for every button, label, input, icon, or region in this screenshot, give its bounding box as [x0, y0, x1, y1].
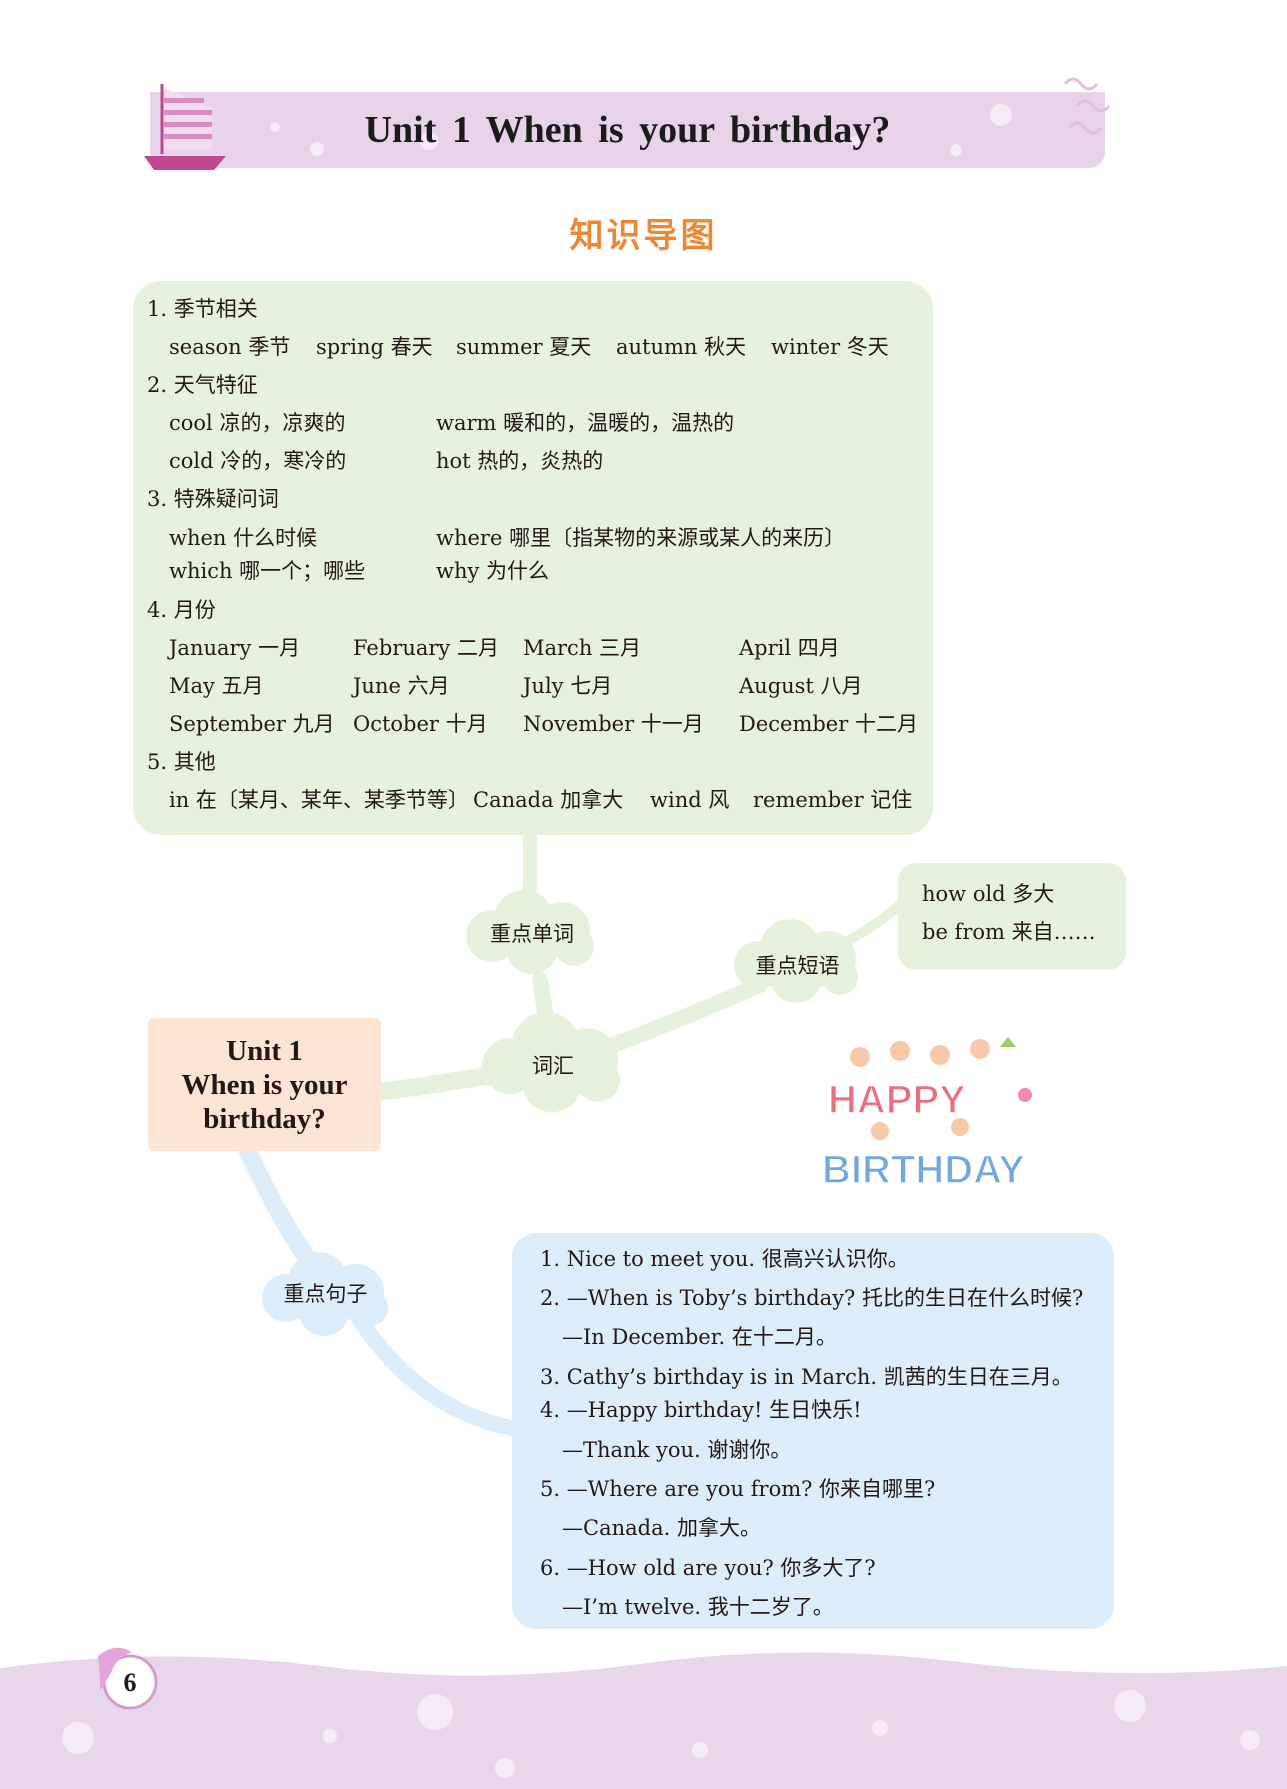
vocab-item: July 七月 [523, 674, 613, 698]
mindmap-center-label: Unit 1 When is your birthday? [148, 1034, 381, 1136]
node-vocab: 词汇 [532, 1054, 574, 1078]
footer-wave [0, 1652, 1287, 1789]
vocab-section-title: 4. 月份 [147, 598, 216, 622]
vocab-item: warm 暖和的，温暖的，温热的 [436, 411, 735, 435]
page-number: 6 [123, 1668, 137, 1697]
vocab-section-title: 1. 季节相关 [147, 297, 258, 321]
vocabulary-box: 1. 季节相关 season 季节 spring 春天 summer 夏天 au… [133, 281, 933, 835]
vocab-item: when 什么时候 [169, 526, 318, 550]
node-key-words: 重点单词 [490, 922, 574, 946]
vocab-item: Canada 加拿大 [473, 788, 624, 812]
sentence-line: —I’m twelve. 我十二岁了。 [562, 1595, 834, 1619]
vocab-item: summer 夏天 [456, 335, 592, 359]
illustration-word: HAPPY [828, 1078, 966, 1122]
vocab-item: August 八月 [739, 674, 863, 698]
vocab-item: March 三月 [523, 636, 642, 660]
vocab-item: spring 春天 [316, 335, 433, 359]
vocab-item: November 十一月 [523, 712, 704, 736]
sentence-line: 3. Cathy’s birthday is in March. 凯茜的生日在三… [540, 1365, 1073, 1389]
node-key-sentences: 重点句子 [283, 1282, 368, 1306]
page-title: Unit 1 When is your birthday? [364, 109, 891, 151]
phrases-box: how old 多大 be from 来自…… [898, 863, 1126, 970]
vocab-item: December 十二月 [739, 712, 918, 736]
sentence-line: 2. —When is Toby’s birthday? 托比的生日在什么时候? [540, 1286, 1084, 1310]
center-line: When is your [181, 1069, 348, 1101]
vocab-item: cold 冷的，寒冷的 [169, 449, 347, 473]
cloud-key-words [466, 890, 594, 974]
vocab-item: autumn 秋天 [616, 335, 747, 359]
vocab-item: April 四月 [739, 636, 840, 660]
vocab-item: January 一月 [169, 636, 301, 660]
vocab-item: where 哪里〔指某物的来源或某人的来历〕 [436, 526, 846, 550]
vocab-item: which 哪一个；哪些 [169, 559, 366, 583]
vocab-item: May 五月 [169, 674, 264, 698]
vocab-item: February 二月 [353, 636, 499, 660]
wave-decoration-icon [1063, 77, 1111, 135]
sentence-line: 1. Nice to meet you. 很高兴认识你。 [540, 1247, 909, 1271]
sentence-line: 4. —Happy birthday! 生日快乐! [540, 1398, 862, 1422]
vocab-item: wind 风 [650, 788, 730, 812]
sentence-line: 5. —Where are you from? 你来自哪里? [540, 1477, 936, 1501]
illustration-word: BIRTHDAY [822, 1148, 1025, 1192]
sentence-line: 6. —How old are you? 你多大了? [540, 1556, 876, 1580]
sailboat-icon [144, 84, 226, 170]
vocab-item: season 季节 [169, 335, 291, 359]
mindmap-center-box [148, 1018, 381, 1151]
sentence-line: —Canada. 加拿大。 [562, 1516, 761, 1540]
cloud-key-phrases [734, 919, 858, 1003]
cloud-key-sentences [262, 1252, 388, 1336]
dolphin-icon [98, 1647, 158, 1710]
vocab-item: September 九月 [169, 712, 335, 736]
section-heading: 知识导图 [569, 216, 718, 256]
center-line: Unit 1 [226, 1035, 303, 1067]
phrase-item: be from 来自…… [922, 920, 1096, 944]
vocab-section-title: 2. 天气特征 [147, 373, 258, 397]
node-key-phrases: 重点短语 [755, 954, 840, 978]
happy-birthday-illustration: HAPPY BIRTHDAY [821, 1037, 1032, 1193]
vocab-item: why 为什么 [436, 559, 550, 583]
sentences-box: 1. Nice to meet you. 很高兴认识你。 2. —When is… [512, 1233, 1114, 1629]
sentence-line: —Thank you. 谢谢你。 [562, 1438, 792, 1462]
sentence-line: —In December. 在十二月。 [562, 1325, 837, 1349]
vocab-item: remember 记住 [753, 788, 913, 812]
vocab-item: October 十月 [353, 712, 488, 736]
vocab-item: in 在〔某月、某年、某季节等〕 [169, 788, 469, 812]
center-line: birthday? [203, 1103, 326, 1135]
vocab-item: cool 凉的，凉爽的 [169, 411, 346, 435]
vocab-item: June 六月 [353, 674, 450, 698]
phrase-item: how old 多大 [922, 882, 1055, 906]
vocab-item: winter 冬天 [771, 335, 889, 359]
vocab-item: hot 热的，炎热的 [436, 449, 604, 473]
vocab-section-title: 3. 特殊疑问词 [147, 487, 279, 511]
vocab-section-title: 5. 其他 [147, 750, 216, 774]
cloud-vocab [482, 1012, 620, 1112]
title-banner [150, 92, 1105, 168]
